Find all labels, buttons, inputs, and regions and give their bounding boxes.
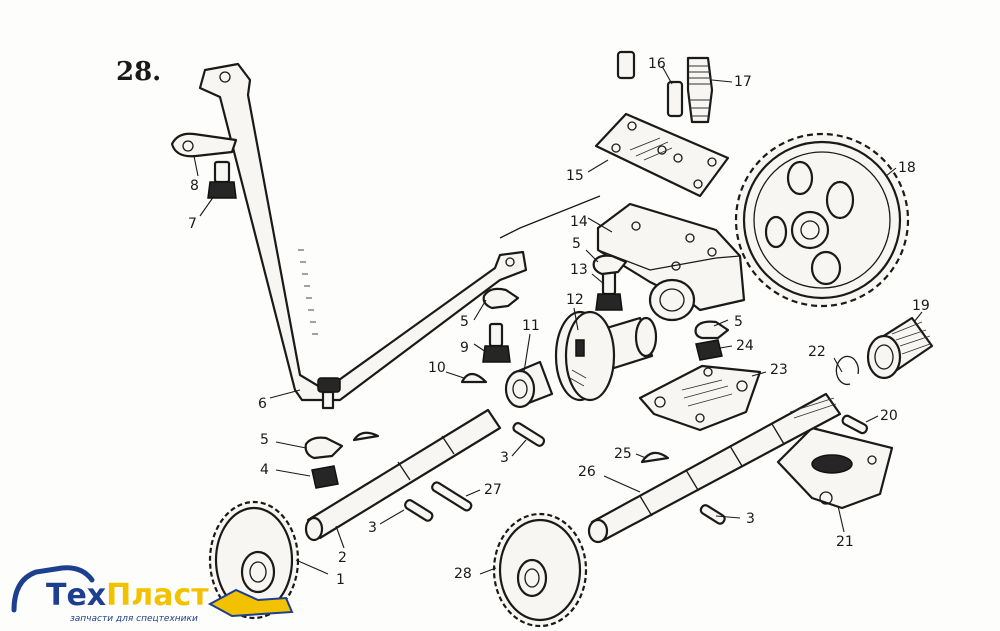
callout-17: 17 [734, 74, 752, 90]
large-spur-gear [734, 132, 910, 308]
callout-16: 16 [648, 56, 666, 72]
callout-3: 3 [368, 520, 377, 536]
callout-5: 5 [734, 314, 743, 330]
callout-5: 5 [260, 432, 269, 448]
bracket-arm [198, 62, 601, 410]
dowel-pin [616, 50, 684, 118]
callout-18: 18 [898, 160, 916, 176]
callout-2: 2 [338, 550, 347, 566]
pump-gasket [638, 364, 762, 432]
woodruff-key [352, 372, 670, 464]
callout-20: 20 [880, 408, 898, 424]
callout-27: 27 [484, 482, 502, 498]
callout-15: 15 [566, 168, 584, 184]
needle-bearing [866, 316, 934, 380]
straight-pin [404, 422, 726, 525]
brand-name-part2: Пласт [106, 578, 209, 613]
small-spur-gear-right [492, 512, 588, 628]
callout-8: 8 [190, 178, 199, 194]
callout-22: 22 [808, 344, 826, 360]
callout-9: 9 [460, 340, 469, 356]
small-spur-gear-left [208, 500, 300, 620]
callout-1: 1 [336, 572, 345, 588]
callout-10: 10 [428, 360, 446, 376]
callout-13: 13 [570, 262, 588, 278]
callout-labels: 1 2 3 3 3 4 5 5 5 5 6 7 8 9 10 11 12 13 … [188, 56, 930, 588]
callout-26: 26 [578, 464, 596, 480]
bolt-9 [482, 322, 511, 363]
lock-nut [304, 436, 344, 489]
tab-washer-5b [482, 287, 520, 310]
figure-number: 28. [116, 57, 161, 87]
nut-24 [695, 339, 723, 361]
drive-shaft-right [587, 392, 842, 544]
callout-4: 4 [260, 462, 269, 478]
pin [841, 414, 869, 435]
snap-ring [835, 355, 860, 386]
tab-washer [592, 254, 628, 276]
callout-23: 23 [770, 362, 788, 378]
callout-5: 5 [572, 236, 581, 252]
svg-text:ТехПласт: ТехПласт [46, 578, 209, 613]
callout-21: 21 [836, 534, 854, 550]
brand-tagline: запчасти для спецтехники [70, 614, 198, 624]
callout-7: 7 [188, 216, 197, 232]
callout-19: 19 [912, 298, 930, 314]
bolt [207, 160, 237, 199]
threaded-stud [686, 56, 714, 124]
drive-shaft-left [304, 408, 502, 542]
brand-logo: ТехПласт запчасти для спецтехники [11, 565, 294, 624]
pump-rotor [554, 310, 658, 402]
cover-gasket [776, 426, 894, 510]
callout-25: 25 [614, 446, 632, 462]
gasket-plate [594, 112, 730, 198]
callout-3: 3 [746, 511, 755, 527]
tab-washer-5c [694, 320, 730, 340]
callout-14: 14 [570, 214, 588, 230]
callout-12: 12 [566, 292, 584, 308]
callout-11: 11 [522, 318, 540, 334]
lock-washer [170, 132, 238, 158]
callout-28: 28 [454, 566, 472, 582]
shaft-collar [504, 360, 554, 409]
pump-housing [596, 202, 746, 322]
leader-lines [193, 65, 923, 575]
callout-5: 5 [460, 314, 469, 330]
brand-name-part1: Тех [46, 578, 106, 613]
callout-24: 24 [736, 338, 754, 354]
housing-bolt [595, 270, 623, 311]
callout-6: 6 [258, 396, 267, 412]
callout-3: 3 [500, 450, 509, 466]
